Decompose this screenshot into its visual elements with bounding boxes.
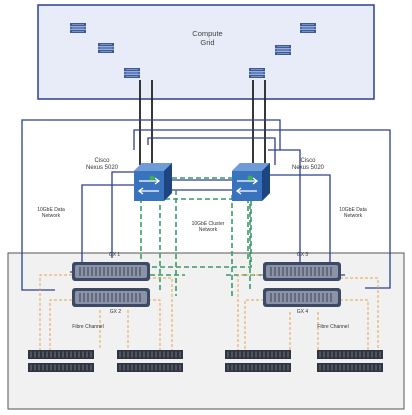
disk-shelf-icon — [224, 349, 292, 360]
switch-right-icon — [231, 162, 271, 202]
disk-shelf-icon — [316, 349, 384, 360]
node-gx3-icon — [262, 261, 342, 282]
server-icon — [97, 42, 115, 54]
disk-shelf-icon — [116, 349, 184, 360]
disk-shelf-icon — [316, 362, 384, 373]
status-indicator-icon — [149, 175, 253, 181]
fibre-channel-left-label: Fibre Channel — [72, 324, 104, 330]
disk-shelf-icon — [224, 362, 292, 373]
node-gx1-label: GX 1 — [108, 252, 121, 258]
storage-section — [7, 252, 405, 410]
server-icon — [123, 67, 141, 79]
compute-grid-panel — [37, 4, 375, 100]
node-gx2-icon — [71, 287, 151, 308]
cluster-network-label: 10GbE Cluster Network — [191, 221, 225, 233]
uplink-connections — [139, 80, 266, 165]
node-gx2-label: GX 2 — [109, 309, 122, 315]
server-icon — [299, 22, 317, 34]
switch-right-label: Cisco Nexus 5020 — [291, 158, 325, 171]
data-network-left-label: 10GbE Data Network — [37, 207, 65, 219]
fibre-channel-links — [39, 274, 379, 350]
switch-left-label: Cisco Nexus 5020 — [85, 158, 119, 171]
disk-shelf-icon — [116, 362, 184, 373]
server-icon — [274, 44, 292, 56]
disk-shelf-icon — [27, 362, 95, 373]
node-gx4-icon — [262, 287, 342, 308]
node-gx3-label: GX 3 — [296, 252, 309, 258]
fibre-channel-right-label: Fibre Channel — [317, 324, 349, 330]
disk-shelf-icon — [27, 349, 95, 360]
compute-grid-title: Compute Grid — [192, 29, 223, 47]
node-gx1-icon — [71, 261, 151, 282]
data-network-right-label: 10GbE Data Network — [339, 207, 367, 219]
node-gx4-label: GX 4 — [296, 309, 309, 315]
server-icon — [248, 67, 266, 79]
server-icon — [69, 22, 87, 34]
